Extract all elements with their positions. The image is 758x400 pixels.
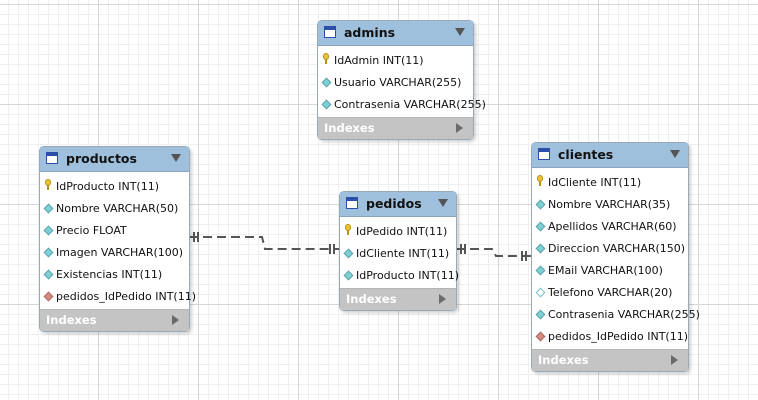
column-row[interactable]: Telefono VARCHAR(20) [532,281,688,303]
table-header[interactable]: clientes [532,143,688,168]
column-row[interactable]: Precio FLOAT [40,219,189,241]
column-row[interactable]: Usuario VARCHAR(255) [318,71,473,93]
column-label: Contrasenia VARCHAR(255) [548,308,700,321]
indexes-label: Indexes [324,121,375,135]
indexes-section[interactable]: Indexes [318,117,473,139]
indexes-section[interactable]: Indexes [40,309,189,331]
expand-arrow-icon[interactable] [456,123,463,133]
primary-key-icon [345,224,351,236]
column-diamond-icon [43,225,54,236]
table-icon [538,148,550,160]
table-admins[interactable]: admins IdAdmin INT(11) Usuario VARCHAR(2… [317,20,486,140]
primary-key-icon [45,179,51,191]
primary-key-icon [537,175,543,187]
table-icon [46,152,58,164]
column-label: IdCliente INT(11) [356,247,450,260]
column-diamond-icon [343,270,354,281]
column-diamond-icon [535,265,546,276]
column-row[interactable]: pedidos_IdPedido INT(11) [532,325,688,347]
column-row[interactable]: IdProducto INT(11) [340,264,459,286]
table-header[interactable]: productos [40,147,189,172]
column-label: Usuario VARCHAR(255) [334,76,462,89]
column-label: Apellidos VARCHAR(60) [548,220,677,233]
column-diamond-icon [343,248,354,259]
column-label: Precio FLOAT [56,224,127,237]
column-row[interactable]: pedidos_IdPedido INT(11) [40,285,196,307]
foreign-key-diamond-icon [535,331,546,342]
column-row[interactable]: Apellidos VARCHAR(60) [532,215,688,237]
column-label: Imagen VARCHAR(100) [56,246,184,259]
collapse-toggle-icon[interactable] [670,150,680,158]
column-row[interactable]: IdAdmin INT(11) [318,49,473,71]
column-label: Nombre VARCHAR(50) [56,202,179,215]
column-label: IdAdmin INT(11) [334,54,424,67]
table-icon [324,26,336,38]
column-label: IdProducto INT(11) [56,180,159,193]
column-diamond-icon [43,203,54,214]
relationship-pedidos-clientes[interactable] [456,244,532,261]
column-row[interactable]: EMail VARCHAR(100) [532,259,688,281]
column-row[interactable]: Contrasenia VARCHAR(255) [318,93,486,115]
indexes-section[interactable]: Indexes [532,349,688,371]
collapse-toggle-icon[interactable] [438,199,448,207]
primary-key-icon [323,53,329,65]
column-label: IdCliente INT(11) [548,176,642,189]
column-label: IdPedido INT(11) [356,225,448,238]
table-title: pedidos [366,196,422,211]
relationship-productos-pedidos[interactable] [189,232,340,254]
expand-arrow-icon[interactable] [671,355,678,365]
column-diamond-icon [43,269,54,280]
column-row[interactable]: IdProducto INT(11) [40,175,189,197]
column-diamond-icon [535,243,546,254]
column-label: EMail VARCHAR(100) [548,264,663,277]
table-header[interactable]: pedidos [340,192,456,217]
indexes-label: Indexes [538,353,589,367]
column-diamond-icon [321,77,332,88]
column-row[interactable]: Imagen VARCHAR(100) [40,241,189,263]
column-row[interactable]: IdCliente INT(11) [532,171,688,193]
table-title: admins [344,25,396,40]
column-row[interactable]: IdCliente INT(11) [340,242,456,264]
column-label: Telefono VARCHAR(20) [548,286,673,299]
expand-arrow-icon[interactable] [439,294,446,304]
nullable-column-diamond-icon [535,287,546,298]
collapse-toggle-icon[interactable] [171,154,181,162]
table-productos[interactable]: productos IdProducto INT(11) Nombre VARC… [39,146,196,332]
column-row[interactable]: Contrasenia VARCHAR(255) [532,303,700,325]
table-icon [346,197,358,209]
column-row[interactable]: Nombre VARCHAR(50) [40,197,189,219]
column-label: Contrasenia VARCHAR(255) [334,98,486,111]
column-label: pedidos_IdPedido INT(11) [56,290,196,303]
table-header[interactable]: admins [318,21,473,46]
table-title: productos [66,151,137,166]
expand-arrow-icon[interactable] [172,315,179,325]
indexes-section[interactable]: Indexes [340,288,456,310]
column-label: IdProducto INT(11) [356,269,459,282]
column-diamond-icon [535,309,546,320]
column-diamond-icon [321,99,332,110]
column-row[interactable]: IdPedido INT(11) [340,220,456,242]
column-label: Existencias INT(11) [56,268,163,281]
column-label: Direccion VARCHAR(150) [548,242,686,255]
column-row[interactable]: Existencias INT(11) [40,263,189,285]
indexes-label: Indexes [346,292,397,306]
table-title: clientes [558,147,614,162]
column-diamond-icon [43,247,54,258]
collapse-toggle-icon[interactable] [455,28,465,36]
foreign-key-diamond-icon [43,291,54,302]
table-pedidos[interactable]: pedidos IdPedido INT(11) IdCliente INT(1… [339,191,459,311]
indexes-label: Indexes [46,313,97,327]
column-row[interactable]: Nombre VARCHAR(35) [532,193,688,215]
column-label: Nombre VARCHAR(35) [548,198,671,211]
column-row[interactable]: Direccion VARCHAR(150) [532,237,688,259]
column-diamond-icon [535,221,546,232]
column-diamond-icon [535,199,546,210]
column-label: pedidos_IdPedido INT(11) [548,330,688,343]
table-clientes[interactable]: clientes IdCliente INT(11) Nombre VARCHA… [531,142,700,372]
